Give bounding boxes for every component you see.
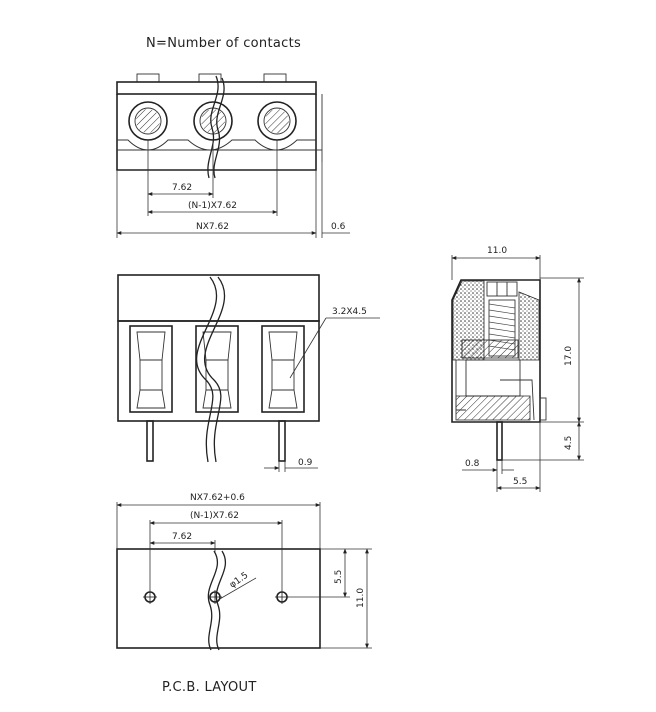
- dim-pcb-pitch: 7.62: [172, 532, 192, 542]
- dim-total: NX7.62: [196, 222, 229, 232]
- dim-pitch: 7.62: [172, 183, 192, 193]
- front-view: 7.62 (N-1)X7.62 NX7.62 0.6: [116, 73, 350, 238]
- dim-height: 17.0: [564, 346, 574, 366]
- pcb-layout-caption: P.C.B. LAYOUT: [162, 680, 257, 695]
- dim-opening: 3.2X4.5: [332, 307, 367, 317]
- dim-pin-width: 0.8: [465, 459, 480, 469]
- wire: [207, 75, 219, 179]
- dim-row: 5.5: [334, 570, 344, 584]
- side-view: 3.2X4.5 0.9: [117, 274, 380, 472]
- pcb-hole-3: [275, 590, 289, 604]
- dim-overall: NX7.62+0.6: [190, 493, 245, 503]
- dim-pin-length: 4.5: [564, 436, 574, 450]
- pcb-hole-1: [143, 590, 157, 604]
- wire-hole-3: [257, 101, 297, 141]
- clamp-opening-2: [195, 325, 239, 413]
- dim-pin: 0.9: [298, 458, 313, 468]
- dim-pin-pos: 5.5: [513, 477, 527, 487]
- dim-offset: 0.6: [331, 222, 346, 232]
- dim-width: 11.0: [487, 246, 507, 256]
- dim-n1-pitch: (N-1)X7.62: [188, 201, 237, 211]
- end-view: 11.0 17.0 4.5 0.8 5.5: [451, 246, 584, 492]
- pcb-layout: NX7.62+0.6 (N-1)X7.62 7.62 φ1.5 5.5 11.0: [116, 493, 372, 651]
- wire-hole-1: [128, 101, 168, 141]
- clamp-opening-1: [129, 325, 173, 413]
- dim-pcb-n1-pitch: (N-1)X7.62: [190, 511, 239, 521]
- dim-depth: 11.0: [356, 588, 366, 608]
- pcb-hole-2: [208, 590, 222, 604]
- clamp-opening-3: [261, 325, 305, 413]
- diagram-title: N=Number of contacts: [146, 36, 301, 51]
